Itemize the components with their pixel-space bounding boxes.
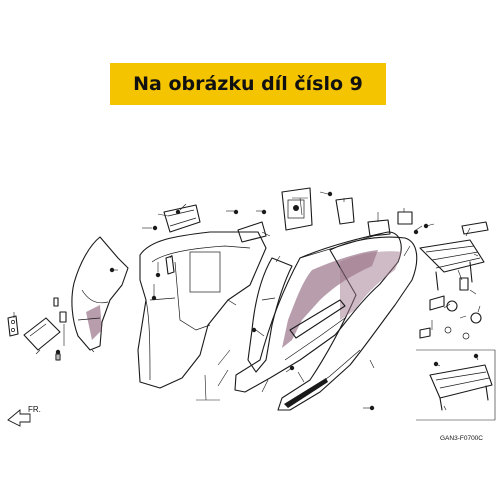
- bolts: [55, 191, 479, 411]
- lock-assembly: [281, 187, 313, 231]
- right-side-cover: [277, 236, 418, 411]
- front-label: FR.: [28, 405, 41, 414]
- part-number-banner: Na obrázku díl číslo 9: [110, 63, 386, 105]
- leader-lines: [13, 191, 481, 411]
- carrier-inset: [416, 349, 496, 421]
- left-side-cover: [71, 236, 129, 351]
- part-17: [237, 221, 267, 243]
- luggage-light: [163, 204, 201, 233]
- front-direction-arrow: FR.: [7, 405, 41, 427]
- part-18: [367, 211, 413, 237]
- luggage-box: [137, 231, 267, 389]
- hinge-bracket: [7, 315, 19, 337]
- hardware-parts: [419, 277, 482, 340]
- part-23: [335, 197, 355, 225]
- banner-text: Na obrázku díl číslo 9: [133, 73, 363, 95]
- trim-22: [289, 299, 346, 339]
- center-cover: [247, 257, 293, 373]
- rear-carrier: [419, 221, 489, 291]
- part-27: [165, 255, 175, 275]
- small-lid: [23, 317, 61, 351]
- diagram-code: GAN3-F0700C: [440, 435, 483, 442]
